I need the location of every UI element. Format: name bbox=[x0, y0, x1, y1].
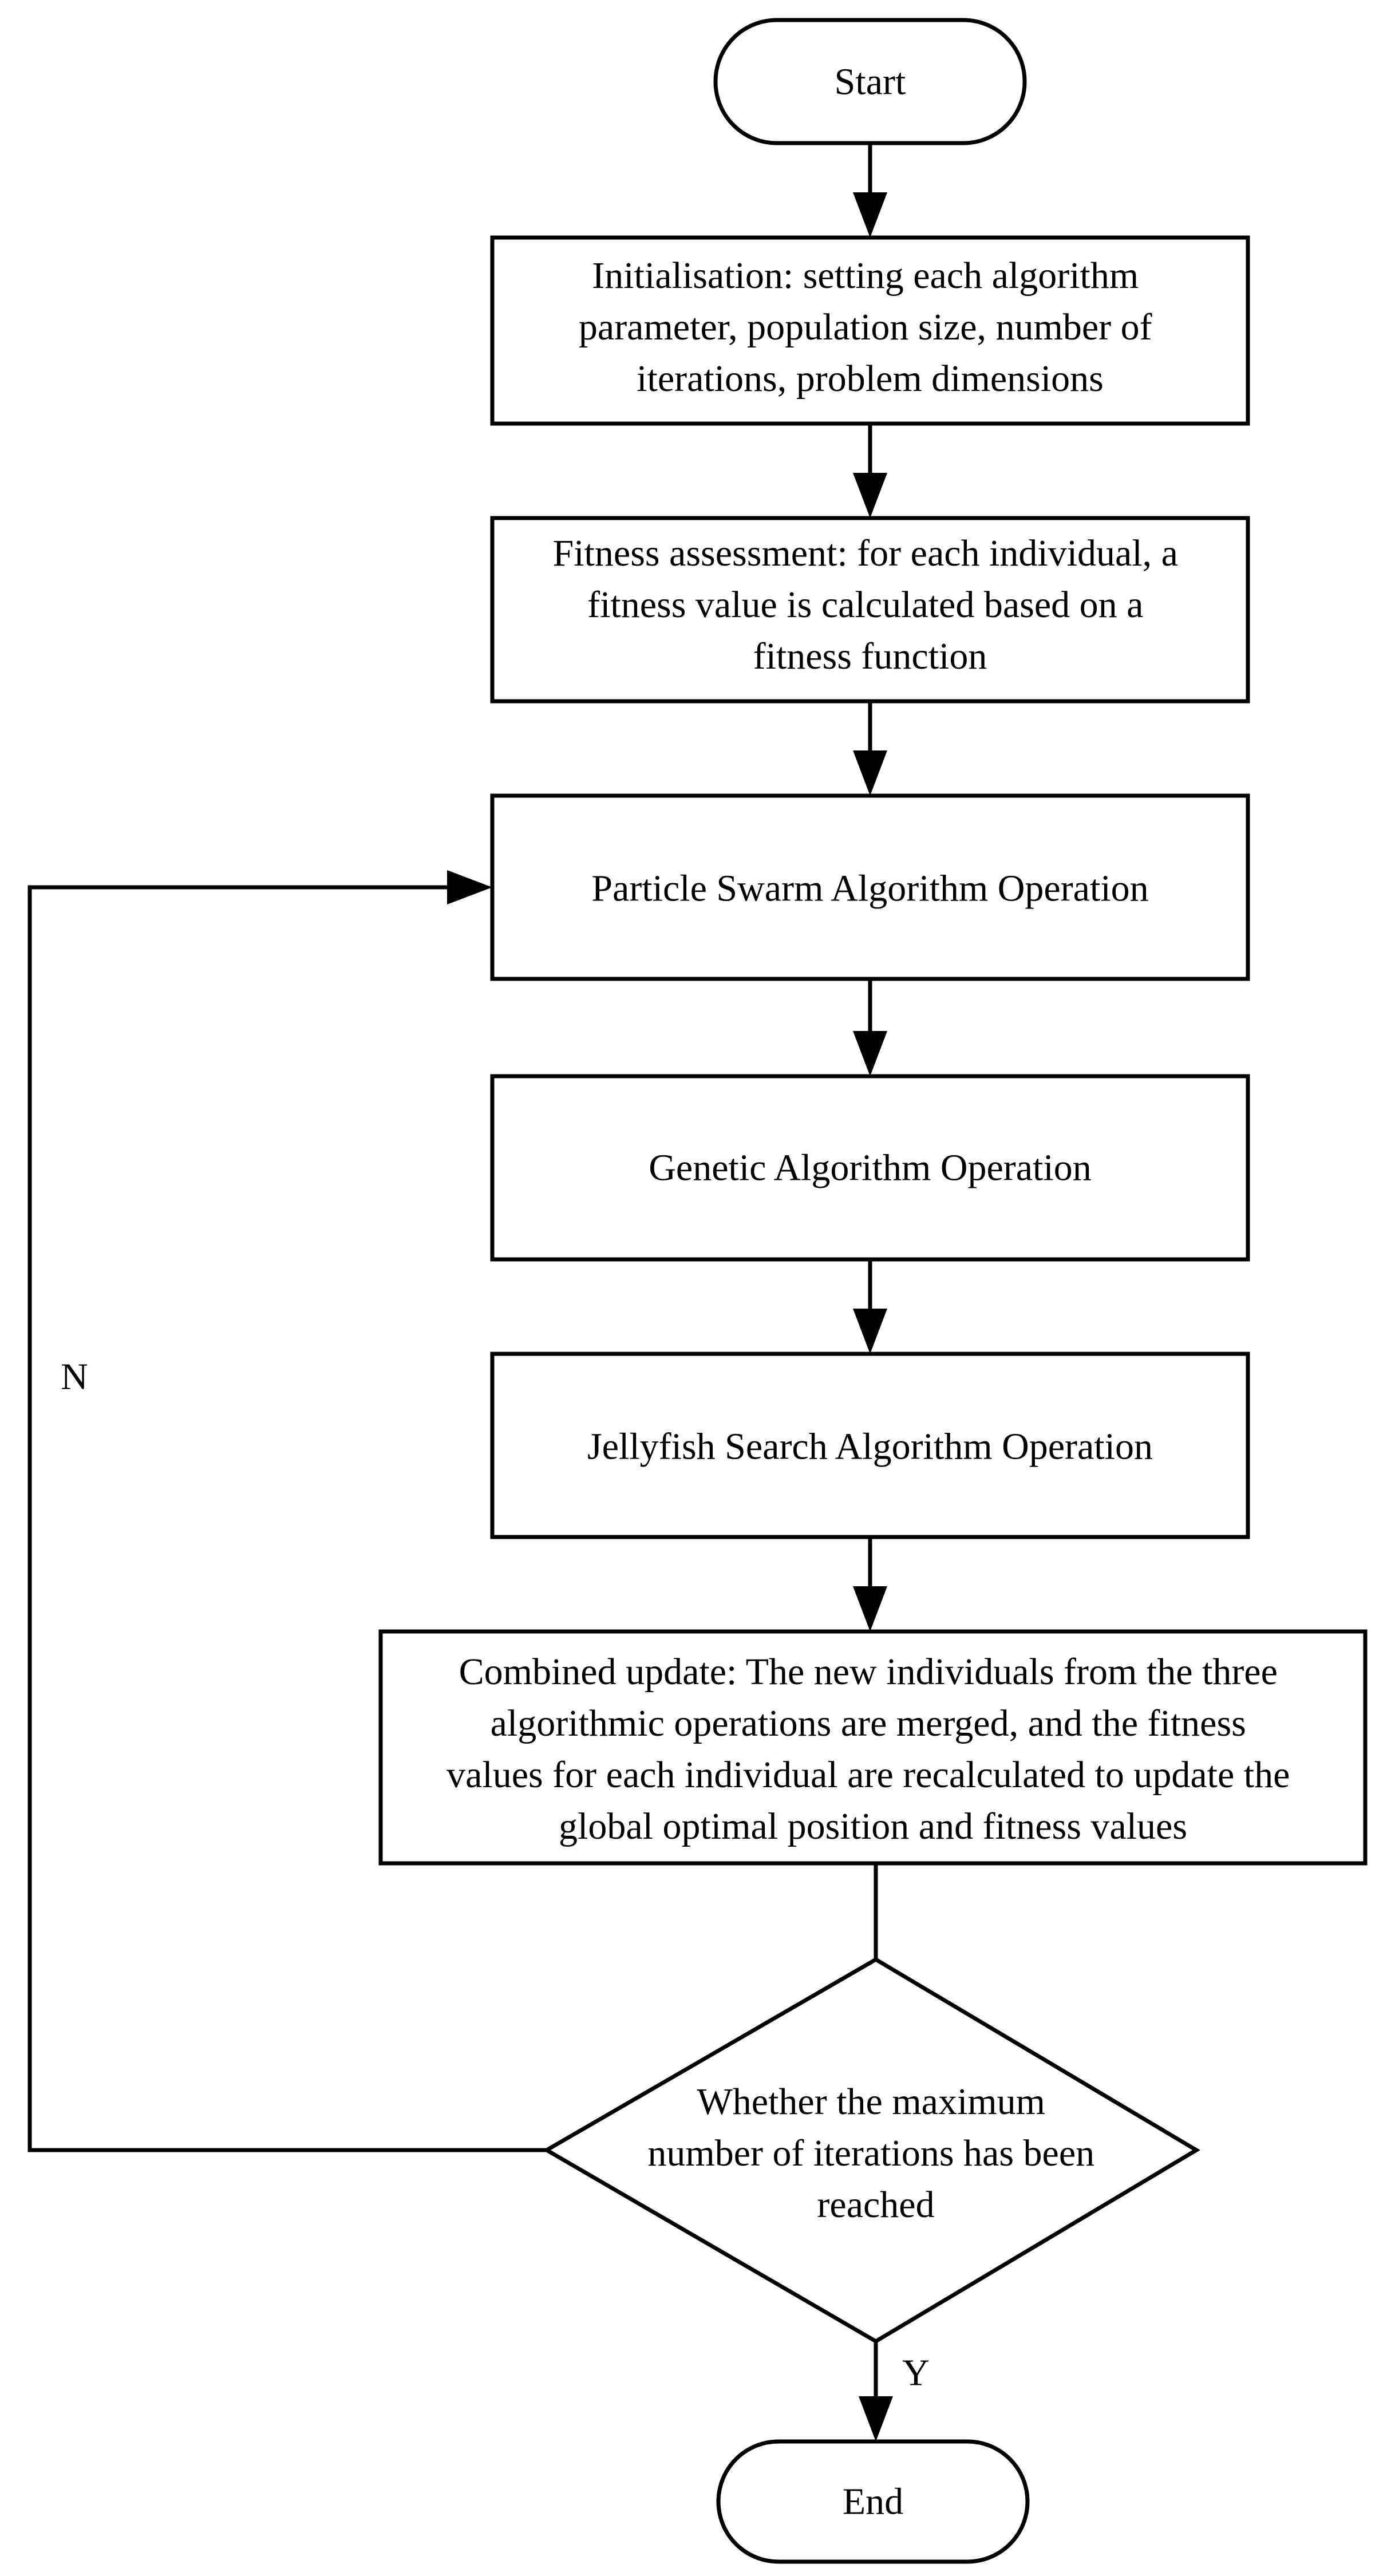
combined-update-box bbox=[378, 1629, 1368, 1866]
ga-operation-text: Genetic Algorithm Operation bbox=[649, 1147, 1091, 1189]
fitness-assessment-line: fitness function bbox=[753, 635, 987, 677]
arrowhead bbox=[853, 192, 887, 238]
arrowhead bbox=[447, 870, 492, 904]
end-terminal bbox=[716, 2439, 1030, 2564]
fitness-assessment-text: Fitness assessment: for each individual,… bbox=[553, 532, 1188, 677]
start-label: Start bbox=[835, 61, 906, 103]
initialisation-line: iterations, problem dimensions bbox=[637, 358, 1104, 400]
initialisation-text: Initialisation: setting each algorithm p… bbox=[579, 255, 1161, 400]
pso-operation-text: Particle Swarm Algorithm Operation bbox=[591, 868, 1148, 910]
decision-line: reached bbox=[817, 2184, 934, 2226]
combined-update-line: algorithmic operations are merged, and t… bbox=[491, 1702, 1246, 1744]
initialisation-line: Initialisation: setting each algorithm bbox=[592, 255, 1139, 297]
loop-back-no-branch bbox=[27, 885, 547, 2152]
combined-update-line: values for each individual are recalcula… bbox=[446, 1754, 1290, 1796]
no-branch-label: N bbox=[61, 1356, 88, 1398]
initialisation-line: parameter, population size, number of bbox=[579, 306, 1152, 348]
fitness-assessment-line: Fitness assessment: for each individual,… bbox=[553, 532, 1178, 574]
arrowhead bbox=[859, 2396, 893, 2441]
jellyfish-search-operation-text: Jellyfish Search Algorithm Operation bbox=[587, 1426, 1153, 1468]
initialisation-box bbox=[490, 235, 1250, 426]
combined-update-text: Combined update: The new individuals fro… bbox=[446, 1651, 1299, 1847]
yes-branch-label: Y bbox=[902, 2352, 930, 2394]
arrowhead bbox=[853, 1586, 887, 1631]
arrowhead bbox=[853, 750, 887, 796]
combined-update-line: Combined update: The new individuals fro… bbox=[459, 1651, 1278, 1693]
arrowhead bbox=[853, 473, 887, 518]
end-label: End bbox=[843, 2481, 903, 2523]
decision-line: number of iterations has been bbox=[647, 2132, 1094, 2174]
combined-update-line: global optimal position and fitness valu… bbox=[559, 1805, 1187, 1847]
arrowhead bbox=[853, 1031, 887, 1076]
max-iterations-decision-text: Whether the maximum number of iterations… bbox=[647, 2081, 1104, 2226]
arrowhead bbox=[853, 1309, 887, 1354]
fitness-assessment-line: fitness value is calculated based on a bbox=[587, 584, 1143, 626]
decision-line: Whether the maximum bbox=[697, 2081, 1045, 2123]
